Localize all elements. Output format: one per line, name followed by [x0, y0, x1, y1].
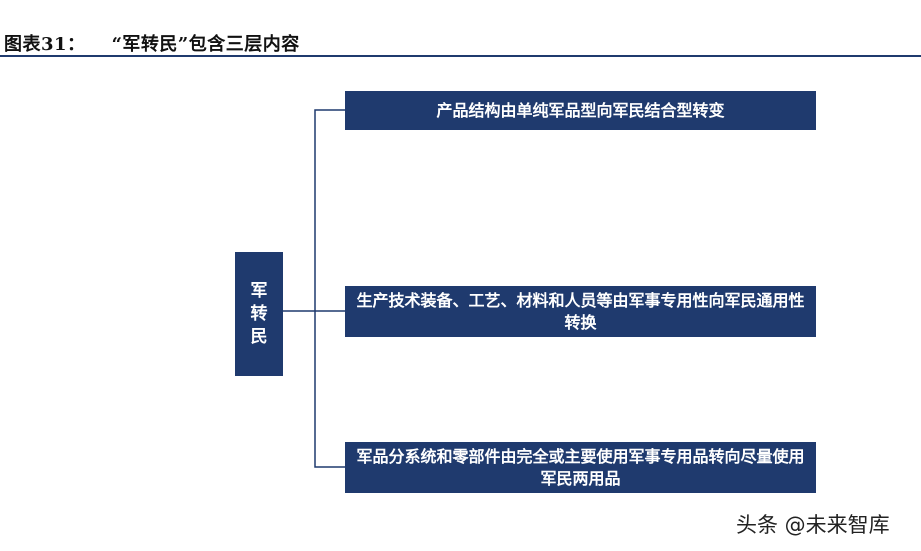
title-rule: [0, 55, 921, 57]
child-node-2-label: 生产技术装备、工艺、材料和人员等由军事专用性向军民通用性转换: [356, 290, 805, 332]
connector-child-1: [283, 109, 345, 312]
child-node-1: 产品结构由单纯军品型向军民结合型转变: [345, 91, 816, 130]
child-node-3-label: 军品分系统和零部件由完全或主要使用军事专用品转向尽量使用军民两用品: [356, 446, 805, 488]
figure-title: 图表31： “军转民”包含三层内容: [4, 30, 300, 56]
root-node: 军转民: [235, 252, 283, 376]
connector-child-3: [314, 311, 345, 468]
root-node-label: 军转民: [250, 280, 268, 347]
watermark: 头条 @未来智库: [736, 513, 890, 537]
figure-caption: “军转民”包含三层内容: [111, 34, 300, 55]
child-node-1-label: 产品结构由单纯军品型向军民结合型转变: [436, 100, 725, 120]
child-node-3: 军品分系统和零部件由完全或主要使用军事专用品转向尽量使用军民两用品: [345, 442, 816, 493]
figure-label: 图表31：: [4, 34, 86, 55]
child-node-2: 生产技术装备、工艺、材料和人员等由军事专用性向军民通用性转换: [345, 286, 816, 337]
